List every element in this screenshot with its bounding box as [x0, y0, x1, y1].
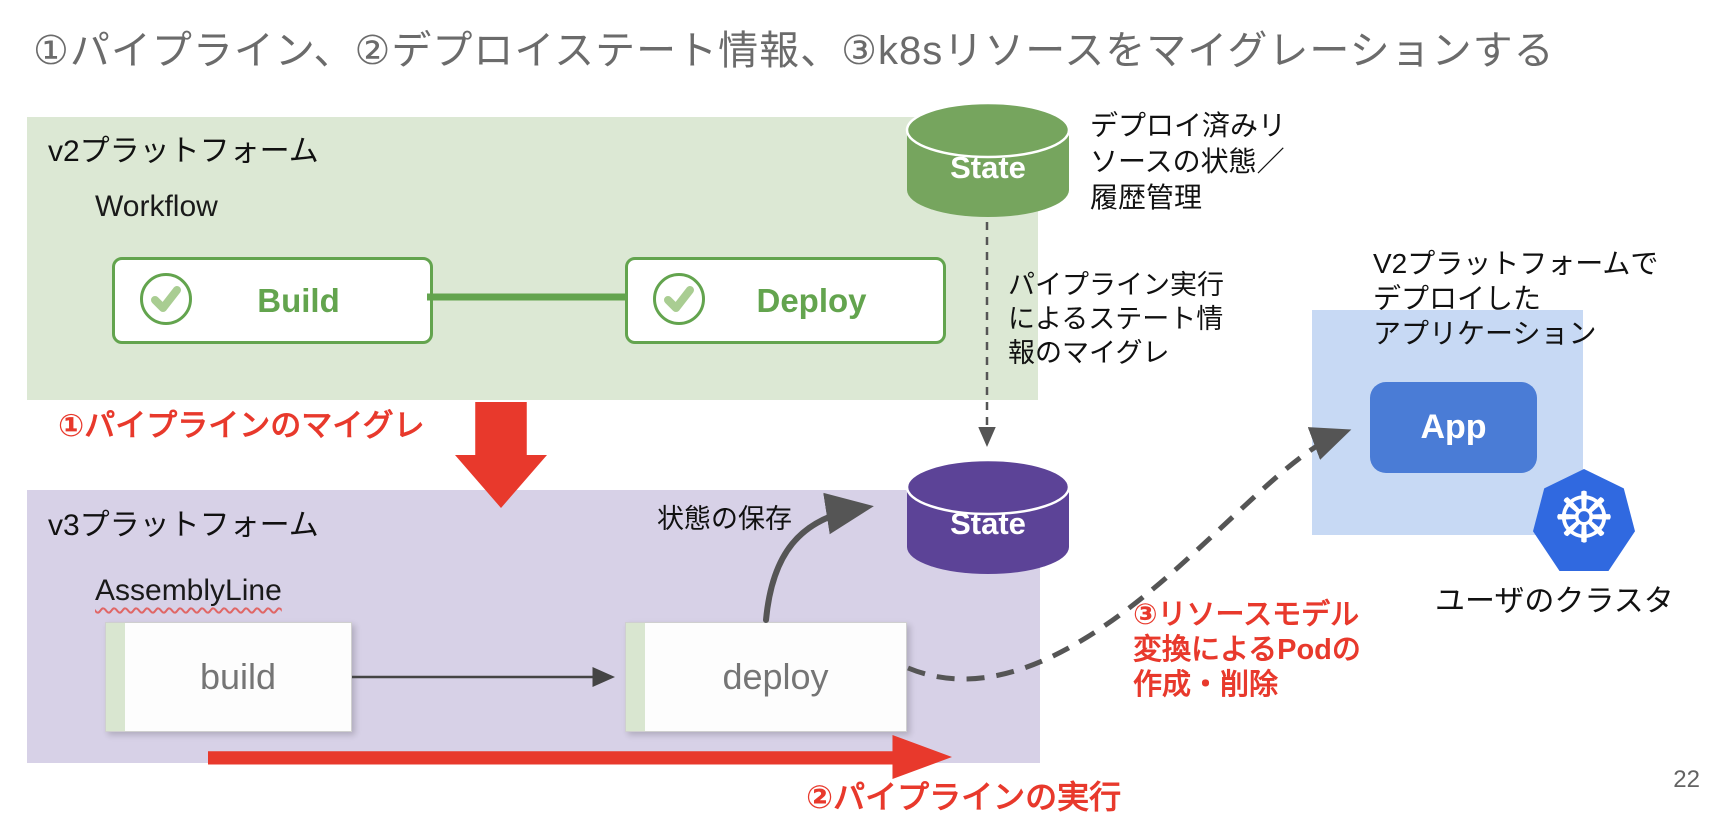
step2-run-pipeline-label: ②パイプラインの実行 [806, 779, 1122, 815]
assemblyline-step-deploy: deploy [625, 622, 907, 732]
assemblyline-step-deploy-label: deploy [722, 656, 829, 697]
assemblyline-label: AssemblyLine [95, 574, 282, 607]
ship-wheel-glyph: ☸ [1552, 479, 1616, 557]
v2-state-database-cylinder [903, 101, 1073, 219]
v2-state-label: State [950, 150, 1026, 185]
assemblyline-step-build: build [105, 622, 352, 732]
v2-state-description: デプロイ済みリ ソースの状態／ 履歴管理 [1090, 110, 1287, 213]
checkmark-icon [140, 273, 192, 325]
workflow-step-build: Build [112, 257, 433, 344]
step3-resource-model-label: ③リソースモデル 変換によるPodの 作成・削除 [1133, 599, 1361, 701]
v3-platform-label: v3プラットフォーム [48, 509, 319, 542]
workflow-step-deploy-label: Deploy [756, 281, 867, 319]
state-migration-note: パイプライン実行 によるステート情 報のマイグレ [1008, 270, 1224, 368]
workflow-step-build-label: Build [257, 281, 340, 319]
checkmark-glyph [664, 286, 694, 312]
user-cluster-label: ユーザのクラスタ [1435, 585, 1674, 618]
step-accent-strip [106, 623, 125, 731]
save-state-note: 状態の保存 [657, 504, 792, 534]
v3-state-label: State [950, 506, 1026, 541]
app-description: V2プラットフォームで デプロイした アプリケーション [1373, 248, 1659, 349]
page-number: 22 [1673, 766, 1700, 793]
step1-migrate-pipeline-label: ①パイプラインのマイグレ [58, 408, 425, 443]
v2-platform-label: v2プラットフォーム [48, 135, 319, 168]
assemblyline-step-build-label: build [199, 656, 277, 697]
slide-title: ①パイプライン、②デプロイステート情報、③k8sリソースをマイグレーションする [33, 29, 1555, 73]
workflow-step-deploy: Deploy [625, 257, 946, 344]
kubernetes-icon: ☸ [1533, 469, 1635, 571]
checkmark-icon [653, 273, 705, 325]
step-accent-strip [626, 623, 645, 731]
checkmark-glyph [151, 286, 181, 312]
workflow-label: Workflow [95, 190, 218, 223]
app-box: App [1370, 382, 1537, 473]
